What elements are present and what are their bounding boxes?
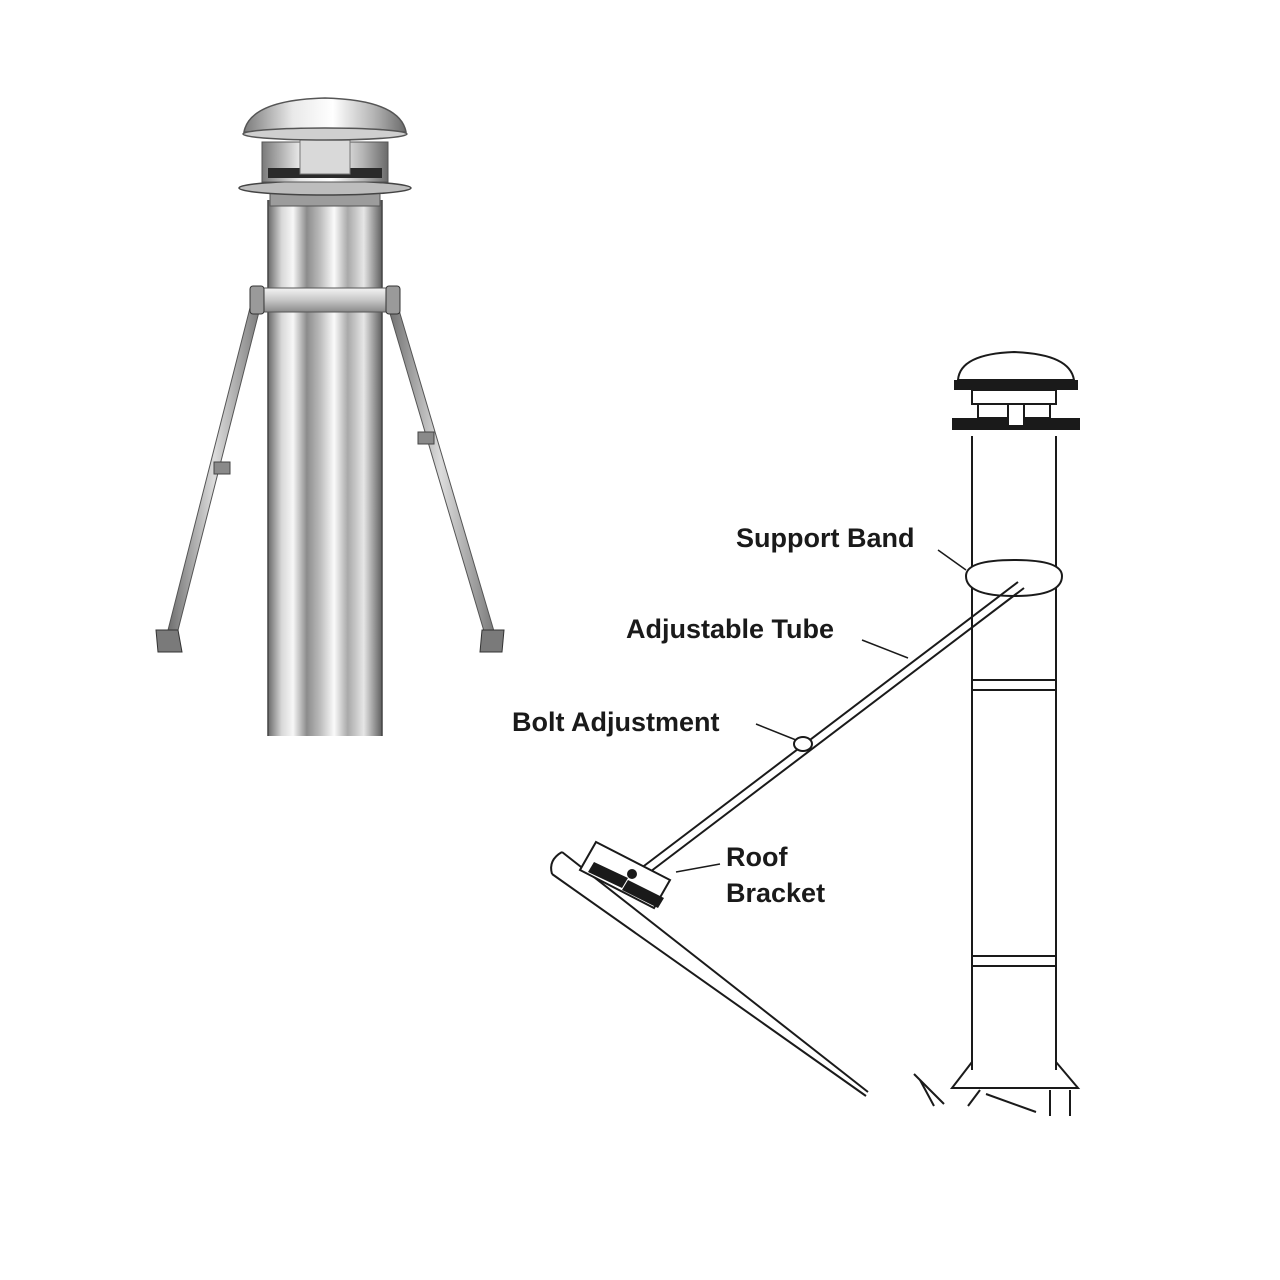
right-leg <box>385 299 497 639</box>
diagram-roof-bracket <box>578 840 672 910</box>
band-bolt-right <box>385 285 401 315</box>
adjustable-tube-leader <box>861 639 909 659</box>
roof-line <box>550 851 945 1107</box>
chimney-pipe <box>268 200 382 736</box>
bolt-adjustment-joint <box>793 736 813 752</box>
pipe-below-roof <box>967 1089 1071 1116</box>
roof-bracket-leader <box>675 863 721 873</box>
support-legs <box>155 299 505 653</box>
roof-bracket-label-line2: Bracket <box>726 878 825 908</box>
left-leg-clamp <box>213 461 231 475</box>
adjustable-tube-label: Adjustable Tube <box>626 614 834 644</box>
diagram-support-band <box>964 558 1064 598</box>
left-foot <box>155 629 183 653</box>
leader-lines <box>675 549 967 873</box>
adjustable-brace <box>635 581 1025 879</box>
roof-bracket-label-line1: Roof <box>726 842 788 872</box>
storm-collar <box>949 1061 1081 1089</box>
photo-chimney-assembly <box>155 97 505 736</box>
bolt-adjustment-label: Bolt Adjustment <box>512 707 719 737</box>
bolt-adjustment-leader <box>755 723 797 741</box>
right-leg-clamp <box>417 431 435 445</box>
band-bolt-left <box>249 285 265 315</box>
diagram-chimney-pipe <box>971 436 1057 1070</box>
photo-support-band <box>251 287 399 313</box>
callout-labels: Support Band Adjustable Tube Bolt Adjust… <box>512 523 914 908</box>
right-foot <box>479 629 505 653</box>
line-diagram <box>550 350 1081 1116</box>
support-band-label: Support Band <box>736 523 914 553</box>
support-band-leader <box>937 549 967 571</box>
photo-chimney-cap <box>238 97 412 207</box>
diagram-chimney-cap <box>952 350 1080 430</box>
